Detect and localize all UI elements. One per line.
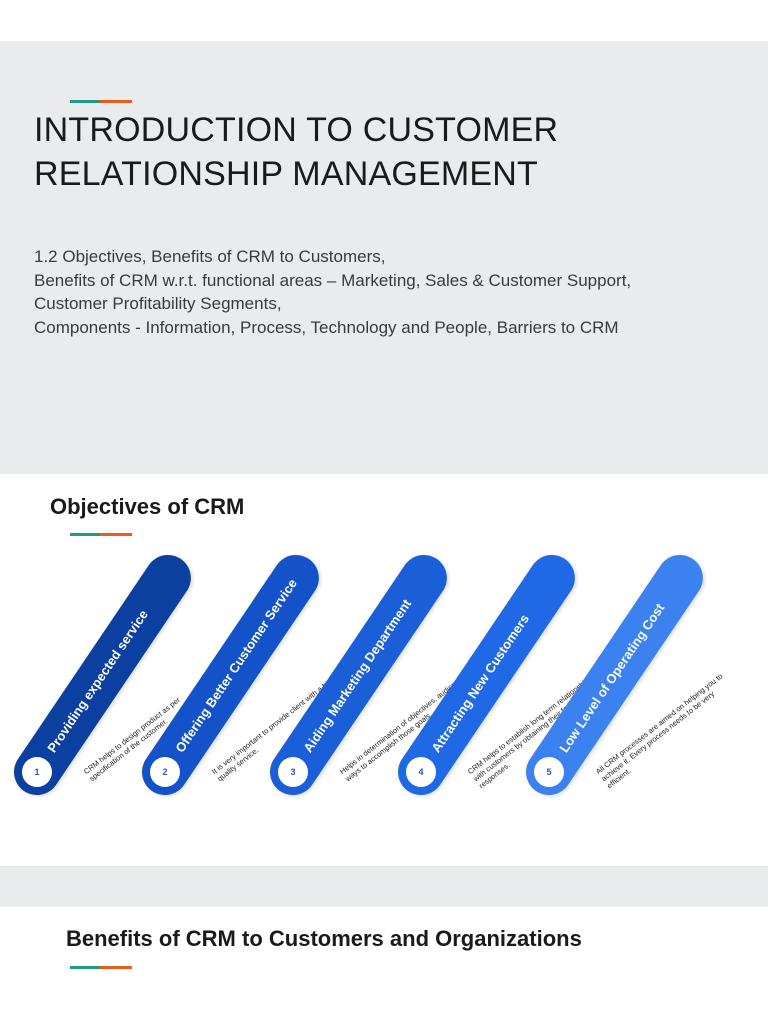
title-line-2: RELATIONSHIP MANAGEMENT (34, 155, 538, 193)
slide-separator (0, 866, 768, 907)
step-number: 1 (22, 757, 52, 787)
step-number: 3 (278, 757, 308, 787)
accent-teal-segment (70, 533, 100, 536)
objectives-accent-bar (70, 533, 132, 536)
step-number: 4 (406, 757, 436, 787)
intro-slide: INTRODUCTION TO CUSTOMER RELATIONSHIP MA… (0, 41, 768, 474)
objectives-slide: Objectives of CRM 1 Providing expected s… (0, 474, 768, 866)
accent-teal-segment (70, 966, 100, 969)
topics-list: 1.2 Objectives, Benefits of CRM to Custo… (34, 245, 754, 339)
accent-orange-segment (100, 966, 132, 969)
page-title: INTRODUCTION TO CUSTOMER RELATIONSHIP MA… (34, 108, 734, 196)
topic-line: Components - Information, Process, Techn… (34, 317, 619, 337)
topic-line: Benefits of CRM w.r.t. functional areas … (34, 270, 632, 290)
topic-line: Customer Profitability Segments, (34, 294, 282, 313)
step-number: 5 (534, 757, 564, 787)
benefits-accent-bar (70, 966, 132, 969)
step-number: 2 (150, 757, 180, 787)
title-accent-bar (70, 100, 132, 103)
benefits-slide: Benefits of CRM to Customers and Organiz… (0, 907, 768, 1024)
accent-orange-segment (100, 100, 132, 103)
accent-orange-segment (100, 533, 132, 536)
title-line-1: INTRODUCTION TO CUSTOMER (34, 111, 559, 149)
objectives-title: Objectives of CRM (50, 494, 245, 519)
topic-line: 1.2 Objectives, Benefits of CRM to Custo… (34, 247, 386, 266)
benefits-title: Benefits of CRM to Customers and Organiz… (66, 926, 582, 951)
accent-teal-segment (70, 100, 100, 103)
